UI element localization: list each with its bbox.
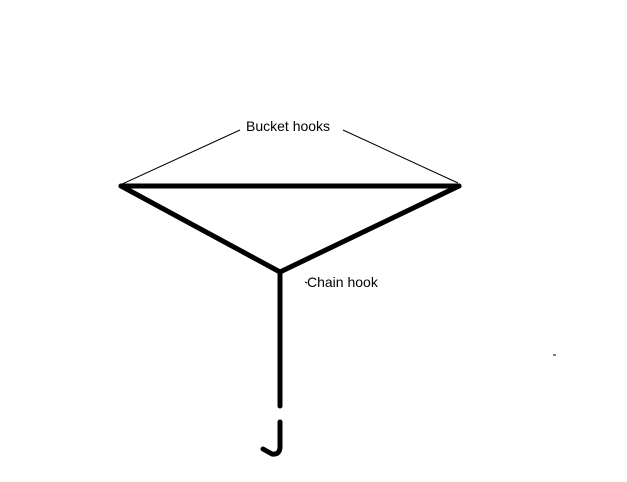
j-hook bbox=[260, 419, 283, 457]
chain-hook-tick bbox=[304, 281, 308, 284]
leader-line-right bbox=[342, 129, 459, 184]
right-arm bbox=[277, 183, 462, 275]
chain-hook-label: Chain hook bbox=[307, 274, 379, 290]
bucket-hooks-label: Bucket hooks bbox=[246, 118, 330, 134]
left-arm bbox=[118, 183, 283, 275]
leader-line-left bbox=[119, 129, 241, 186]
